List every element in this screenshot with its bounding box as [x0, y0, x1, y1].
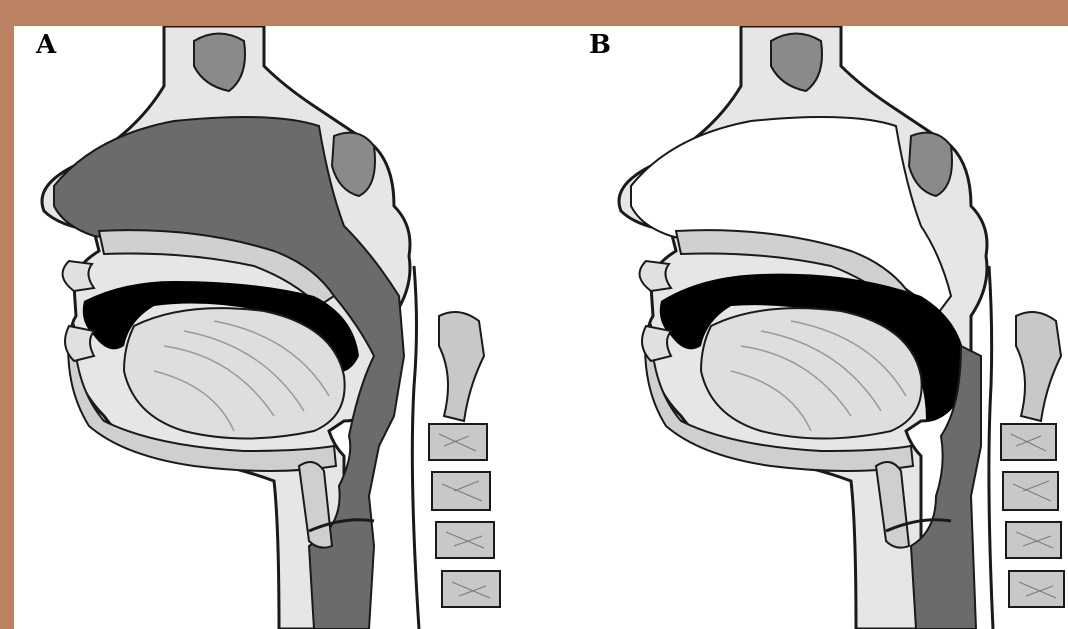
lower-lip: [65, 326, 94, 361]
spinal-cord-line: [989, 266, 993, 629]
vertebra-c2-odontoid: [1016, 312, 1061, 421]
sagittal-head-section-b: [541, 26, 1068, 629]
sagittal-head-section-a: [14, 26, 541, 629]
lower-lip: [642, 326, 671, 361]
figure-canvas: A: [14, 26, 1068, 629]
upper-lip: [640, 261, 671, 291]
vertebra-1: [429, 424, 487, 460]
cervical-vertebrae: [429, 312, 500, 607]
spinal-cord-line: [412, 266, 419, 629]
vertebra-4: [1009, 571, 1064, 607]
vertebra-c2-odontoid: [439, 312, 484, 421]
panel-a: A: [14, 26, 541, 629]
cervical-vertebrae: [1001, 312, 1064, 607]
vertebra-2: [1003, 472, 1058, 510]
panel-b: B: [541, 26, 1068, 629]
vertebra-2: [432, 472, 490, 510]
vertebra-4: [442, 571, 500, 607]
upper-lip: [63, 261, 94, 291]
